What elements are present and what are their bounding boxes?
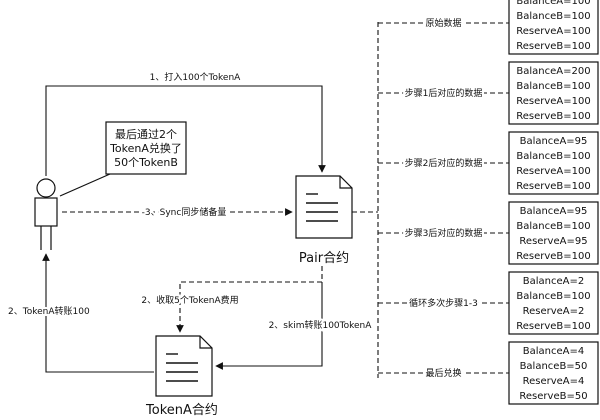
state-value: BalanceA=4 bbox=[523, 346, 584, 357]
note-line-2: TokenA兑换了 bbox=[109, 141, 182, 155]
state-value: ReserveA=100 bbox=[516, 96, 591, 107]
state-value: ReserveB=100 bbox=[516, 321, 591, 332]
token-contract-document-icon bbox=[155, 335, 213, 397]
state-value: ReserveA=4 bbox=[523, 376, 585, 387]
state-6: 最后兑换 BalanceA=4BalanceB=50ReserveA=4Reser… bbox=[378, 341, 599, 405]
state-value: BalanceA=2 bbox=[523, 276, 584, 287]
state-value: ReserveB=50 bbox=[519, 391, 587, 402]
state-value: BalanceB=100 bbox=[516, 11, 590, 22]
state-label: 原始数据 bbox=[425, 17, 461, 29]
note-line-1: 最后通过2个 bbox=[115, 128, 177, 141]
state-value: BalanceB=100 bbox=[516, 221, 590, 232]
note-line-3: 50个TokenB bbox=[114, 156, 178, 169]
state-value: ReserveA=2 bbox=[523, 306, 585, 317]
pair-contract-document-icon bbox=[295, 175, 353, 239]
edge-transfer-label: 2、TokenA转账100 bbox=[8, 305, 90, 317]
state-4: 步骤3后对应的数据 BalanceA=95BalanceB=100ReserveA… bbox=[378, 201, 599, 265]
state-label: 步骤3后对应的数据 bbox=[405, 227, 483, 239]
state-5: 循环多次步骤1-3 BalanceA=2BalanceB=100ReserveA=… bbox=[378, 271, 599, 335]
state-value: ReserveB=100 bbox=[516, 41, 591, 52]
state-value: BalanceA=200 bbox=[516, 66, 590, 77]
pair-contract-label: Pair合约 bbox=[299, 251, 349, 266]
state-value: BalanceB=100 bbox=[516, 291, 590, 302]
state-box bbox=[508, 341, 599, 405]
state-box bbox=[508, 0, 599, 55]
state-value: BalanceA=100 bbox=[516, 0, 590, 7]
edge-fee: 2、收取5个TokenA费用 bbox=[139, 266, 323, 333]
state-value: ReserveA=95 bbox=[519, 236, 587, 247]
state-box bbox=[508, 271, 599, 335]
state-value: BalanceB=100 bbox=[516, 151, 590, 162]
state-value: ReserveB=100 bbox=[516, 111, 591, 122]
state-value: BalanceB=50 bbox=[520, 361, 588, 372]
note-callout: 最后通过2个 TokenA兑换了 50个TokenB bbox=[59, 121, 187, 197]
state-value: ReserveA=100 bbox=[516, 26, 591, 37]
state-boxes: 原始数据BalanceA=100BalanceB=100ReserveA=100… bbox=[378, 0, 599, 405]
state-1: 原始数据 BalanceA=100BalanceB=100ReserveA=100… bbox=[378, 0, 599, 55]
token-contract-label: TokenA合约 bbox=[145, 403, 218, 418]
state-value: BalanceA=95 bbox=[520, 206, 588, 217]
edge-sync-label: -3、Sync同步储备量 bbox=[142, 206, 227, 218]
user-icon bbox=[34, 178, 58, 250]
state-value: ReserveB=100 bbox=[516, 251, 591, 262]
edge-deposit: 1、打入100个TokenA bbox=[45, 71, 326, 176]
state-label: 步骤2后对应的数据 bbox=[405, 157, 483, 169]
edge-transfer: 2、TokenA转账100 bbox=[6, 253, 154, 373]
state-value: ReserveB=100 bbox=[516, 181, 591, 192]
edge-sync: -3、Sync同步储备量 bbox=[62, 204, 293, 220]
state-label: 最后兑换 bbox=[425, 367, 461, 379]
state-box bbox=[508, 61, 599, 125]
edge-fee-label: 2、收取5个TokenA费用 bbox=[141, 294, 238, 306]
state-value: BalanceA=95 bbox=[520, 136, 588, 147]
state-branch-trunk bbox=[352, 22, 379, 378]
state-box bbox=[508, 131, 599, 195]
state-2: 步骤1后对应的数据 BalanceA=200BalanceB=100Reserve… bbox=[378, 61, 599, 125]
state-label: 循环多次步骤1-3 bbox=[409, 297, 478, 309]
state-3: 步骤2后对应的数据 BalanceA=95BalanceB=100ReserveA… bbox=[378, 131, 599, 195]
edge-deposit-label: 1、打入100个TokenA bbox=[150, 71, 242, 83]
edge-skim-label: 2、skim转账100TokenA bbox=[269, 319, 373, 331]
edge-skim: 2、skim转账100TokenA bbox=[215, 282, 374, 370]
state-value: ReserveA=100 bbox=[516, 166, 591, 177]
state-box bbox=[508, 201, 599, 265]
state-label: 步骤1后对应的数据 bbox=[405, 87, 483, 99]
state-value: BalanceB=100 bbox=[516, 81, 590, 92]
